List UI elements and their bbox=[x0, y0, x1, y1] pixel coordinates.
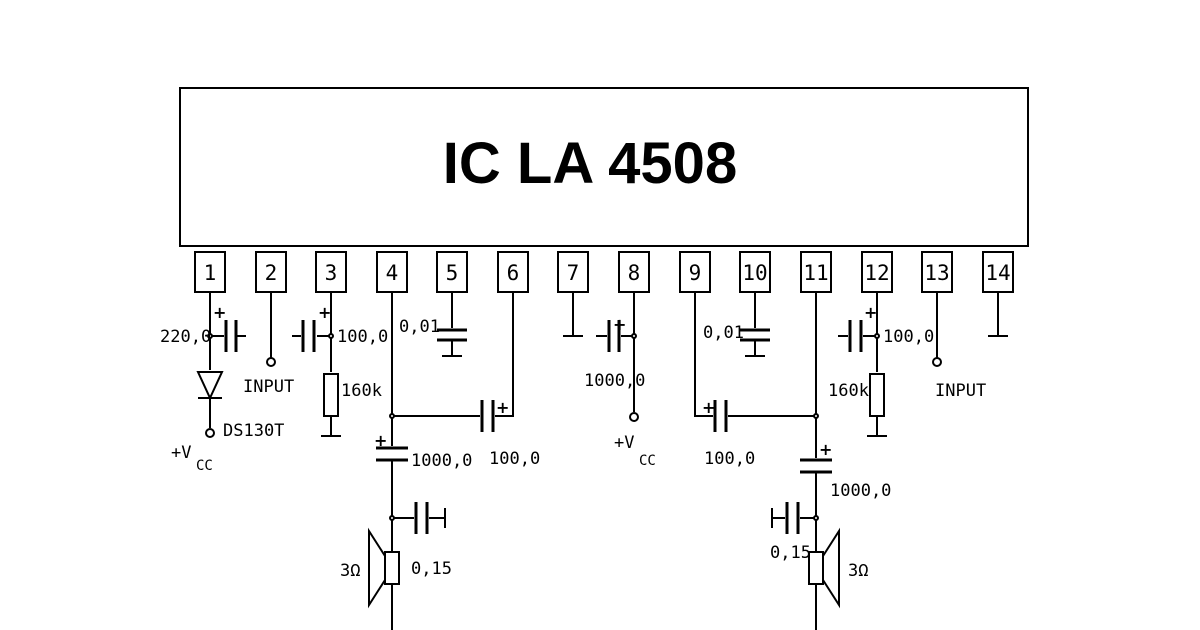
diode-symbol bbox=[196, 371, 224, 401]
left-output-circuit: + 100,0 + 1000,0 0,15 3Ω bbox=[340, 292, 540, 630]
svg-text:+: + bbox=[819, 440, 832, 459]
svg-text:+: + bbox=[702, 398, 715, 417]
speaker-left-icon bbox=[368, 527, 400, 609]
svg-text:2: 2 bbox=[265, 261, 278, 285]
pin10-circuit: 0,01 bbox=[703, 292, 770, 357]
c-bridge-right-label: 100,0 bbox=[704, 449, 755, 469]
svg-text:11: 11 bbox=[803, 261, 828, 285]
svg-text:3: 3 bbox=[325, 261, 338, 285]
right-output-circuit: + 100,0 + 1000,0 0,15 3Ω bbox=[694, 292, 891, 630]
svg-text:+: + bbox=[213, 303, 226, 322]
resistor-pin12 bbox=[869, 373, 885, 417]
pin2-input: INPUT bbox=[243, 292, 294, 397]
svg-text:12: 12 bbox=[864, 261, 889, 285]
pin-9: 9 bbox=[679, 251, 711, 293]
c-snub-left-label: 0,15 bbox=[411, 559, 452, 579]
vcc-mid-label: +V bbox=[614, 433, 634, 453]
pin8-circuit: + 1000,0 +V CC bbox=[584, 292, 656, 469]
spk-left-label: 3Ω bbox=[340, 561, 360, 581]
pin14-ground bbox=[988, 292, 1008, 337]
r-pin12-label: 160k bbox=[828, 381, 869, 401]
ic-body bbox=[179, 87, 1029, 247]
pin-7: 7 bbox=[557, 251, 589, 293]
pin-4: 4 bbox=[376, 251, 408, 293]
svg-text:+: + bbox=[613, 315, 626, 334]
pin7-ground bbox=[563, 292, 583, 337]
pin-12: 12 bbox=[861, 251, 893, 293]
c-pin12-label: 100,0 bbox=[883, 327, 934, 347]
pin-8: 8 bbox=[618, 251, 650, 293]
ic-title: IC LA 4508 bbox=[443, 131, 737, 196]
c-bridge-left-label: 100,0 bbox=[489, 449, 540, 469]
svg-text:7: 7 bbox=[567, 261, 580, 285]
svg-text:+: + bbox=[318, 303, 331, 322]
r-pin3-label: 160k bbox=[341, 381, 382, 401]
speaker-right-icon bbox=[808, 527, 840, 609]
c-snub-right-label: 0,15 bbox=[770, 543, 811, 563]
input-left-label: INPUT bbox=[243, 377, 294, 397]
resistor-pin3 bbox=[323, 373, 339, 417]
c-pin1-label: 220,0 bbox=[160, 327, 211, 347]
svg-text:14: 14 bbox=[985, 261, 1010, 285]
spk-right-label: 3Ω bbox=[848, 561, 868, 581]
c-out-right-label: 1000,0 bbox=[830, 481, 891, 501]
pin-13: 13 bbox=[921, 251, 953, 293]
svg-text:6: 6 bbox=[507, 261, 520, 285]
vcc-left-label: +V bbox=[171, 443, 191, 463]
diode-label: DS130T bbox=[223, 421, 284, 441]
svg-text:4: 4 bbox=[386, 261, 399, 285]
input-right-label: INPUT bbox=[935, 381, 986, 401]
pin3-circuit: + 100,0 160k bbox=[292, 292, 388, 437]
svg-text:+: + bbox=[374, 431, 387, 450]
c-pin10-label: 0,01 bbox=[703, 323, 744, 343]
junction-dot bbox=[207, 333, 213, 339]
pin-10: 10 bbox=[739, 251, 771, 293]
pin5-circuit: 0,01 bbox=[399, 292, 467, 357]
svg-text:8: 8 bbox=[628, 261, 641, 285]
c-pin3-label: 100,0 bbox=[337, 327, 388, 347]
c-pin5-label: 0,01 bbox=[399, 317, 440, 337]
c-pin8-label: 1000,0 bbox=[584, 371, 645, 391]
pin12-circuit: + 100,0 160k bbox=[828, 292, 934, 437]
svg-text:1: 1 bbox=[204, 261, 217, 285]
ic-pins: 1 2 3 4 5 6 7 8 9 10 11 12 13 14 bbox=[194, 251, 1014, 293]
pin-5: 5 bbox=[436, 251, 468, 293]
pin-2: 2 bbox=[255, 251, 287, 293]
svg-text:+: + bbox=[496, 398, 509, 417]
vcc-left-subscript: CC bbox=[196, 458, 213, 474]
pin13-input: INPUT bbox=[932, 292, 986, 401]
svg-text:10: 10 bbox=[742, 261, 767, 285]
pin1-circuit: + 220,0 DS130T +V CC bbox=[160, 292, 284, 474]
pin-3: 3 bbox=[315, 251, 347, 293]
svg-text:+: + bbox=[864, 303, 877, 322]
pin-1: 1 bbox=[194, 251, 226, 293]
svg-text:9: 9 bbox=[689, 261, 702, 285]
pin-6: 6 bbox=[497, 251, 529, 293]
svg-text:13: 13 bbox=[924, 261, 949, 285]
vcc-mid-subscript: CC bbox=[639, 453, 656, 469]
c-out-left-label: 1000,0 bbox=[411, 451, 472, 471]
svg-text:5: 5 bbox=[446, 261, 459, 285]
pin-11: 11 bbox=[800, 251, 832, 293]
pin-14: 14 bbox=[982, 251, 1014, 293]
